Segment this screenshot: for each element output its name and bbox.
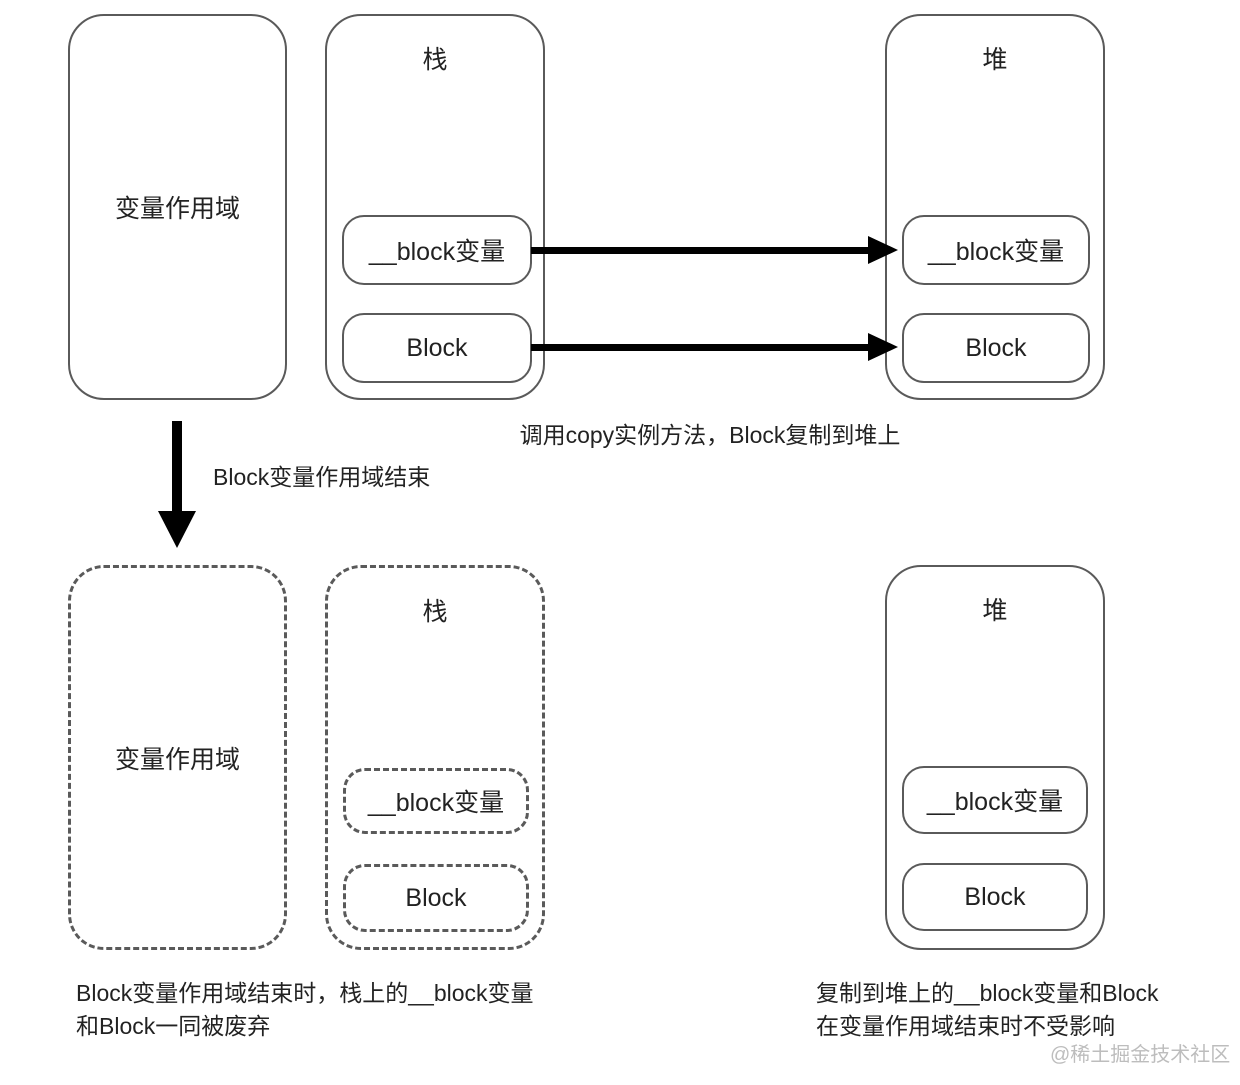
top-stack-block-label: Block <box>406 333 468 362</box>
bottom-heap-title: 堆 <box>982 597 1008 625</box>
bottom-stack-blockvar-label: __block变量 <box>367 789 505 817</box>
bottom-stack-title: 栈 <box>422 598 448 626</box>
copy-caption: 调用copy实例方法，Block复制到堆上 <box>519 422 901 448</box>
bottom-variable-scope-box: 变量作用域 <box>68 565 287 950</box>
bottom-stack-block-label: Block <box>405 883 467 912</box>
bottom-heap-box: 堆 __block变量 Block <box>885 565 1105 950</box>
bottom-left-caption: Block变量作用域结束时，栈上的__block变量 和Block一同被废弃 <box>76 977 534 1043</box>
bottom-variable-scope-label: 变量作用域 <box>114 745 240 774</box>
top-variable-scope-box: 变量作用域 <box>68 14 287 400</box>
copy-arrow-block-icon <box>531 333 898 361</box>
watermark-label: @稀土掘金技术社区 <box>1050 1044 1231 1066</box>
top-heap-title: 堆 <box>982 46 1008 74</box>
bottom-heap-block-cell: Block <box>902 863 1088 931</box>
top-stack-block-cell: Block <box>342 313 532 383</box>
bottom-stack-blockvar-cell: __block变量 <box>343 768 529 834</box>
bottom-heap-block-label: Block <box>964 882 1026 911</box>
bottom-right-caption: 复制到堆上的__block变量和Block 在变量作用域结束时不受影响 <box>816 977 1159 1043</box>
top-stack-title: 栈 <box>422 46 448 74</box>
scope-end-arrow-icon <box>158 421 196 548</box>
bottom-heap-blockvar-label: __block变量 <box>926 788 1064 816</box>
bottom-stack-block-cell: Block <box>343 864 529 932</box>
top-stack-blockvar-label: __block变量 <box>368 238 506 266</box>
top-heap-blockvar-cell: __block变量 <box>902 215 1090 285</box>
bottom-right-caption-line2: 在变量作用域结束时不受影响 <box>816 1013 1115 1039</box>
bottom-right-caption-line1: 复制到堆上的__block变量和Block <box>816 980 1159 1006</box>
top-heap-block-label: Block <box>965 333 1027 362</box>
top-variable-scope-label: 变量作用域 <box>114 195 240 223</box>
bottom-heap-blockvar-cell: __block变量 <box>902 766 1088 834</box>
top-stack-box: 栈 __block变量 Block <box>325 14 545 400</box>
copy-arrow-blockvar-icon <box>531 236 898 264</box>
bottom-left-caption-line1: Block变量作用域结束时，栈上的__block变量 <box>76 980 534 1006</box>
bottom-stack-box: 栈 __block变量 Block <box>325 565 545 950</box>
top-heap-box: 堆 __block变量 Block <box>885 14 1105 400</box>
scope-end-label: Block变量作用域结束 <box>213 464 431 490</box>
top-stack-blockvar-cell: __block变量 <box>342 215 532 285</box>
bottom-left-caption-line2: 和Block一同被废弃 <box>76 1013 271 1039</box>
top-heap-blockvar-label: __block变量 <box>927 238 1065 266</box>
top-heap-block-cell: Block <box>902 313 1090 383</box>
